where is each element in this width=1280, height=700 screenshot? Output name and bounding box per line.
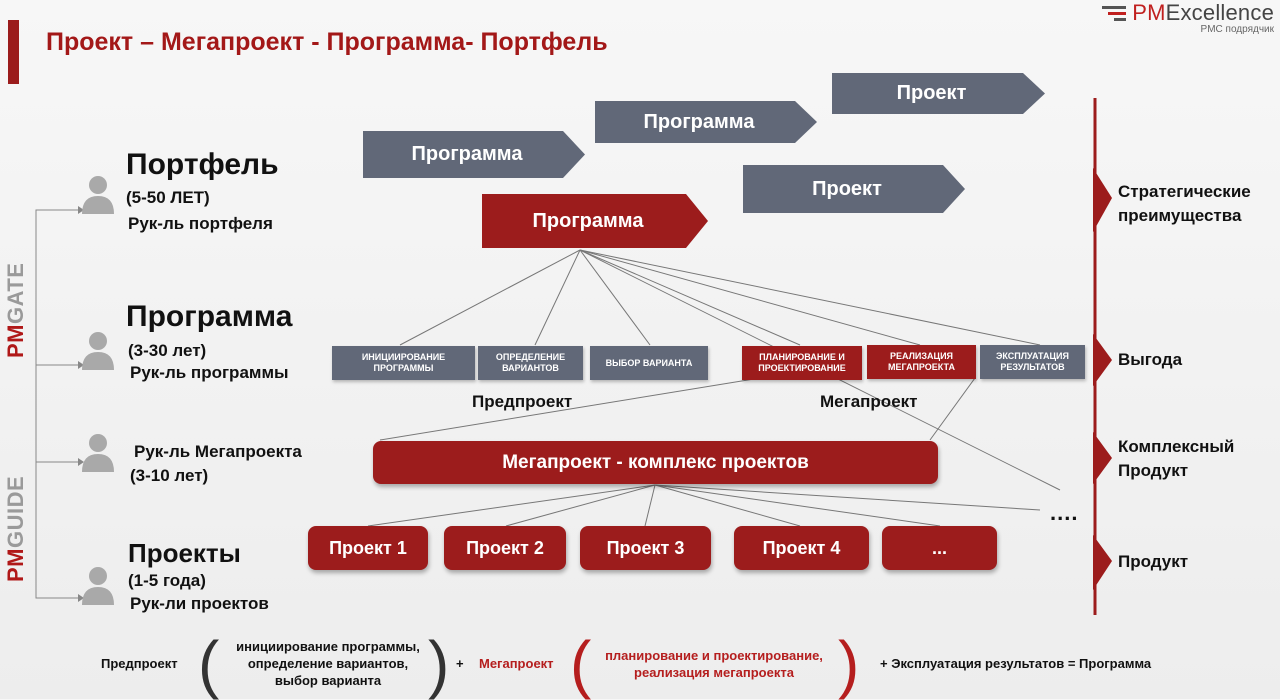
program-title: Программа <box>126 300 293 333</box>
strategic-line-2: преимущества <box>1118 206 1242 225</box>
stage-operation: ЭКСПЛУАТАЦИЯ РЕЗУЛЬТАТОВ <box>980 345 1085 379</box>
paren-left-2: ( <box>570 628 592 700</box>
logo-brand-pm: PM <box>1132 0 1166 25</box>
person-icon <box>82 567 114 605</box>
project-arrow-1: Проект <box>832 73 1045 114</box>
projects-duration: (1-5 года) <box>128 571 206 590</box>
pmgate-label: PMGATE <box>3 263 29 358</box>
logo-mark-icon <box>1102 6 1127 21</box>
stage-implementation: РЕАЛИЗАЦИЯ МЕГАПРОЕКТА <box>867 345 976 379</box>
formula-preproject: Предпроект <box>101 656 178 671</box>
pmgate-rest: GATE <box>3 262 28 324</box>
pmguide-pm: PM <box>3 548 28 582</box>
person-icon <box>82 434 114 472</box>
logo-brand-rest: Excellence <box>1165 0 1274 25</box>
more-dots: .... <box>1050 500 1079 525</box>
complex-line-1: Комплексный <box>1118 437 1235 456</box>
formula-plus: + <box>456 656 464 671</box>
program-arrow-2: Программа <box>595 101 817 143</box>
formula-pre-item: определение вариантов, <box>247 656 409 671</box>
formula-pre-item: выбор варианта <box>274 673 382 688</box>
paren-right-1: ) <box>428 628 450 700</box>
page-title: Проект – Мегапроект - Программа- Портфел… <box>46 28 608 56</box>
project-box-3: Проект 3 <box>580 526 711 570</box>
project-box-4: Проект 4 <box>734 526 869 570</box>
program-arrow-1: Программа <box>363 131 585 178</box>
complex-product-label: Комплексный Продукт <box>1118 435 1234 483</box>
stage-initiation: ИНИЦИИРОВАНИЕ ПРОГРАММЫ <box>332 346 475 380</box>
paren-right-2: ) <box>838 628 860 700</box>
megaproject-group-label: Мегапроект <box>820 392 918 411</box>
projects-manager: Рук-ли проектов <box>130 594 269 613</box>
formula-pre-items: инициирование программы, определение вар… <box>218 638 438 689</box>
stage-planning: ПЛАНИРОВАНИЕ И ПРОЕКТИРОВАНИЕ <box>742 346 862 380</box>
megaproject-manager: Рук-ль Мегапроекта <box>134 442 302 461</box>
formula-mega-item: реализация мегапроекта <box>634 665 794 680</box>
logo-brand: PMExcellence <box>1132 0 1274 26</box>
product-label: Продукт <box>1118 552 1189 571</box>
pmguide-rest: GUIDE <box>3 475 28 548</box>
program-manager: Рук-ль программы <box>130 363 289 382</box>
person-icon <box>82 332 114 370</box>
portfolio-duration: (5-50 ЛЕТ) <box>126 188 210 207</box>
paren-left-1: ( <box>198 628 220 700</box>
formula-pre-item: инициирование программы, <box>236 639 420 654</box>
projects-title: Проекты <box>128 538 241 568</box>
complex-line-2: Продукт <box>1118 461 1189 480</box>
company-logo: PMExcellence PMC подрядчик <box>1102 0 1274 35</box>
program-main-arrow: Программа <box>482 194 708 248</box>
stage-selection: ВЫБОР ВАРИАНТА <box>590 346 708 380</box>
project-box-more: ... <box>882 526 997 570</box>
benefit-label: Выгода <box>1118 350 1183 369</box>
project-box-1: Проект 1 <box>308 526 428 570</box>
program-duration: (3-30 лет) <box>128 341 207 360</box>
project-arrow-2: Проект <box>743 165 965 213</box>
megaproject-duration: (3-10 лет) <box>130 466 209 485</box>
project-box-2: Проект 2 <box>444 526 566 570</box>
person-icon <box>82 176 114 214</box>
portfolio-manager: Рук-ль портфеля <box>128 214 273 233</box>
portfolio-title: Портфель <box>126 148 279 181</box>
stage-options: ОПРЕДЕЛЕНИЕ ВАРИАНТОВ <box>478 346 583 380</box>
pmgate-pm: PM <box>3 324 28 358</box>
strategic-line-1: Стратегические <box>1118 182 1251 201</box>
preproject-group-label: Предпроект <box>472 392 573 411</box>
strategic-benefits-label: Стратегические преимущества <box>1118 180 1251 228</box>
pmguide-label: PMGUIDE <box>3 476 29 582</box>
formula-result: + Эксплуатация результатов = Программа <box>880 656 1152 671</box>
megaproject-bar: Мегапроект - комплекс проектов <box>373 441 938 484</box>
logo-tagline: PMC подрядчик <box>1200 24 1274 35</box>
formula-mega-items: планирование и проектирование, реализаци… <box>590 647 838 681</box>
formula-mega-item: планирование и проектирование, <box>605 648 823 663</box>
formula-megaproject: Мегапроект <box>479 656 554 671</box>
title-accent-bar <box>8 20 19 84</box>
